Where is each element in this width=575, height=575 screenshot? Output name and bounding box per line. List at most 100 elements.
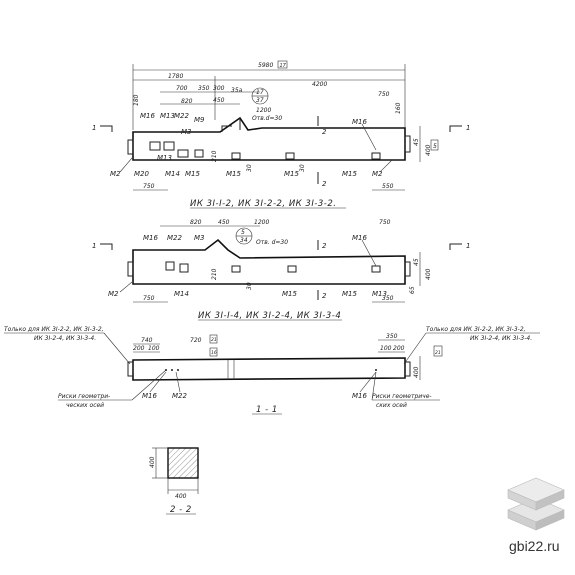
mark-m9: M9 xyxy=(194,116,205,124)
mark-m15b: M15 xyxy=(342,290,357,298)
dim-30: 30 xyxy=(246,282,253,290)
dim-210: 210 xyxy=(211,150,218,162)
dim-100a: 100 xyxy=(148,345,160,352)
dim-35a: 35a xyxy=(231,87,243,94)
mark-m15d: M15 xyxy=(342,170,357,178)
dim-550: 550 xyxy=(382,183,394,190)
dim-820: 820 xyxy=(181,98,193,105)
dim-400-width: 400 xyxy=(175,493,187,500)
dim-overall: 5980 xyxy=(258,62,273,69)
mark-m15a: M15 xyxy=(282,290,297,298)
cross-section-square xyxy=(167,447,199,479)
dim-200b: 200 xyxy=(393,345,405,352)
dim-450: 450 xyxy=(218,219,230,226)
mark-m16b: M16 xyxy=(352,234,367,242)
mark-m2b: M2 xyxy=(372,170,383,178)
right-note-line2: ИК 3I-2-4, ИК 3I-3-4. xyxy=(470,335,532,342)
right-risk-line1: Риски геометриче- xyxy=(372,393,432,400)
watermark-logo: gbi22.ru xyxy=(507,477,565,554)
circle-top: 17 xyxy=(256,89,264,96)
view-section-2-2: 400 400 2 - 2 xyxy=(149,447,199,515)
dim-45: 45 xyxy=(413,138,420,146)
tag3: 21 xyxy=(435,350,441,356)
mark-m15a: M15 xyxy=(185,170,200,178)
circle-bottom: 34 xyxy=(240,237,248,244)
dim-350: 350 xyxy=(386,333,398,340)
cut-2-bottom: 2 xyxy=(322,180,327,188)
dim-750-bottom: 750 xyxy=(143,295,155,302)
caption-view4: 2 - 2 xyxy=(170,505,192,515)
dim-30a: 30 xyxy=(246,164,253,172)
dim-overall-tag: 17 xyxy=(280,63,287,69)
right-risk-line2: ских осей xyxy=(376,402,407,409)
dim-750-bottom: 750 xyxy=(143,183,155,190)
dim-450: 450 xyxy=(213,97,225,104)
stacked-slabs-icon xyxy=(507,477,565,531)
mark-m16b: M16 xyxy=(352,392,367,400)
hole-note: Отв. d=30 xyxy=(256,239,288,246)
dim-45: 45 xyxy=(413,258,420,266)
caption-view1: ИК 3I-I-2, ИК 3I-2-2, ИК 3I-3-2. xyxy=(190,199,337,209)
dim-400-height: 400 xyxy=(149,456,156,468)
mark-m22: M22 xyxy=(167,234,182,242)
mark-m3: M3 xyxy=(194,234,205,242)
mark-m13: M13 xyxy=(372,290,387,298)
dim-65: 65 xyxy=(409,286,416,294)
dim-160: 160 xyxy=(395,102,402,114)
dim-5: 5 xyxy=(433,143,437,150)
dim-350: 350 xyxy=(198,85,210,92)
dim-400: 400 xyxy=(413,366,420,378)
mark-m15c: M15 xyxy=(284,170,299,178)
dim-1200: 1200 xyxy=(256,107,271,114)
right-note-line1: Только для ИК 3I-2-2, ИК 3I-3-2, xyxy=(426,326,526,333)
dim-700: 700 xyxy=(176,85,188,92)
circle-top: 5 xyxy=(241,229,245,236)
mark-m2: M2 xyxy=(110,170,121,178)
mark-m16a: M16 xyxy=(140,112,155,120)
dim-30b: 30 xyxy=(299,164,306,172)
mark-m3: M3 xyxy=(181,128,192,136)
dim-200a: 200 xyxy=(133,345,145,352)
section-mark-left: 1 xyxy=(92,124,96,132)
dim-300: 300 xyxy=(213,85,225,92)
dim-350: 350 xyxy=(382,295,394,302)
section-mark-right: 1 xyxy=(466,124,470,132)
dim-740: 740 xyxy=(141,337,153,344)
dim-400: 400 xyxy=(425,268,432,280)
view-section-1-1: Только для ИК 3I-2-2, ИК 3I-3-2, ИК 3I-2… xyxy=(4,326,540,415)
dim-750: 750 xyxy=(379,219,391,226)
cut-2-top: 2 xyxy=(322,242,327,250)
caption-view3: 1 - 1 xyxy=(256,405,278,415)
tag2: 16 xyxy=(211,350,217,356)
view-beam-type-2: 5980 17 1780 4200 700 350 300 35a 17 37 … xyxy=(92,60,470,209)
mark-m20: M20 xyxy=(134,170,149,178)
cut-2-top: 2 xyxy=(322,128,327,136)
dim-left-span: 1780 xyxy=(168,73,183,80)
mark-m16b: M16 xyxy=(352,118,367,126)
dim-400: 400 xyxy=(425,144,432,156)
section-mark-left: 1 xyxy=(92,242,96,250)
view-beam-type-4: 820 450 1200 750 5 34 Отв. d=30 2 2 1 1 … xyxy=(92,219,470,321)
mark-m13b: M13 xyxy=(157,154,172,162)
caption-view2: ИК 3I-I-4, ИК 3I-2-4, ИК 3I-3-4 xyxy=(198,311,341,321)
mark-m22: M22 xyxy=(172,392,187,400)
mark-m22: M22 xyxy=(174,112,189,120)
mark-m16a: M16 xyxy=(143,234,158,242)
left-note-line1: Только для ИК 3I-2-2, ИК 3I-3-2, xyxy=(4,326,104,333)
dim-180: 180 xyxy=(133,94,140,106)
mark-m13a: M13 xyxy=(160,112,175,120)
dim-1200: 1200 xyxy=(254,219,269,226)
left-risk-line2: ческих осей xyxy=(66,402,104,409)
mark-m16a: M16 xyxy=(142,392,157,400)
hole-note: Отв.d=30 xyxy=(252,115,282,122)
mark-m2: M2 xyxy=(108,290,119,298)
dim-720: 720 xyxy=(190,337,202,344)
section-mark-right: 1 xyxy=(466,242,470,250)
left-note-line2: ИК 3I-2-4, ИК 3I-3-4. xyxy=(34,335,96,342)
dim-right-span: 4200 xyxy=(312,81,327,88)
dim-750: 750 xyxy=(378,91,390,98)
mark-m15b: M15 xyxy=(226,170,241,178)
dim-210: 210 xyxy=(211,268,218,280)
mark-m14: M14 xyxy=(174,290,189,298)
